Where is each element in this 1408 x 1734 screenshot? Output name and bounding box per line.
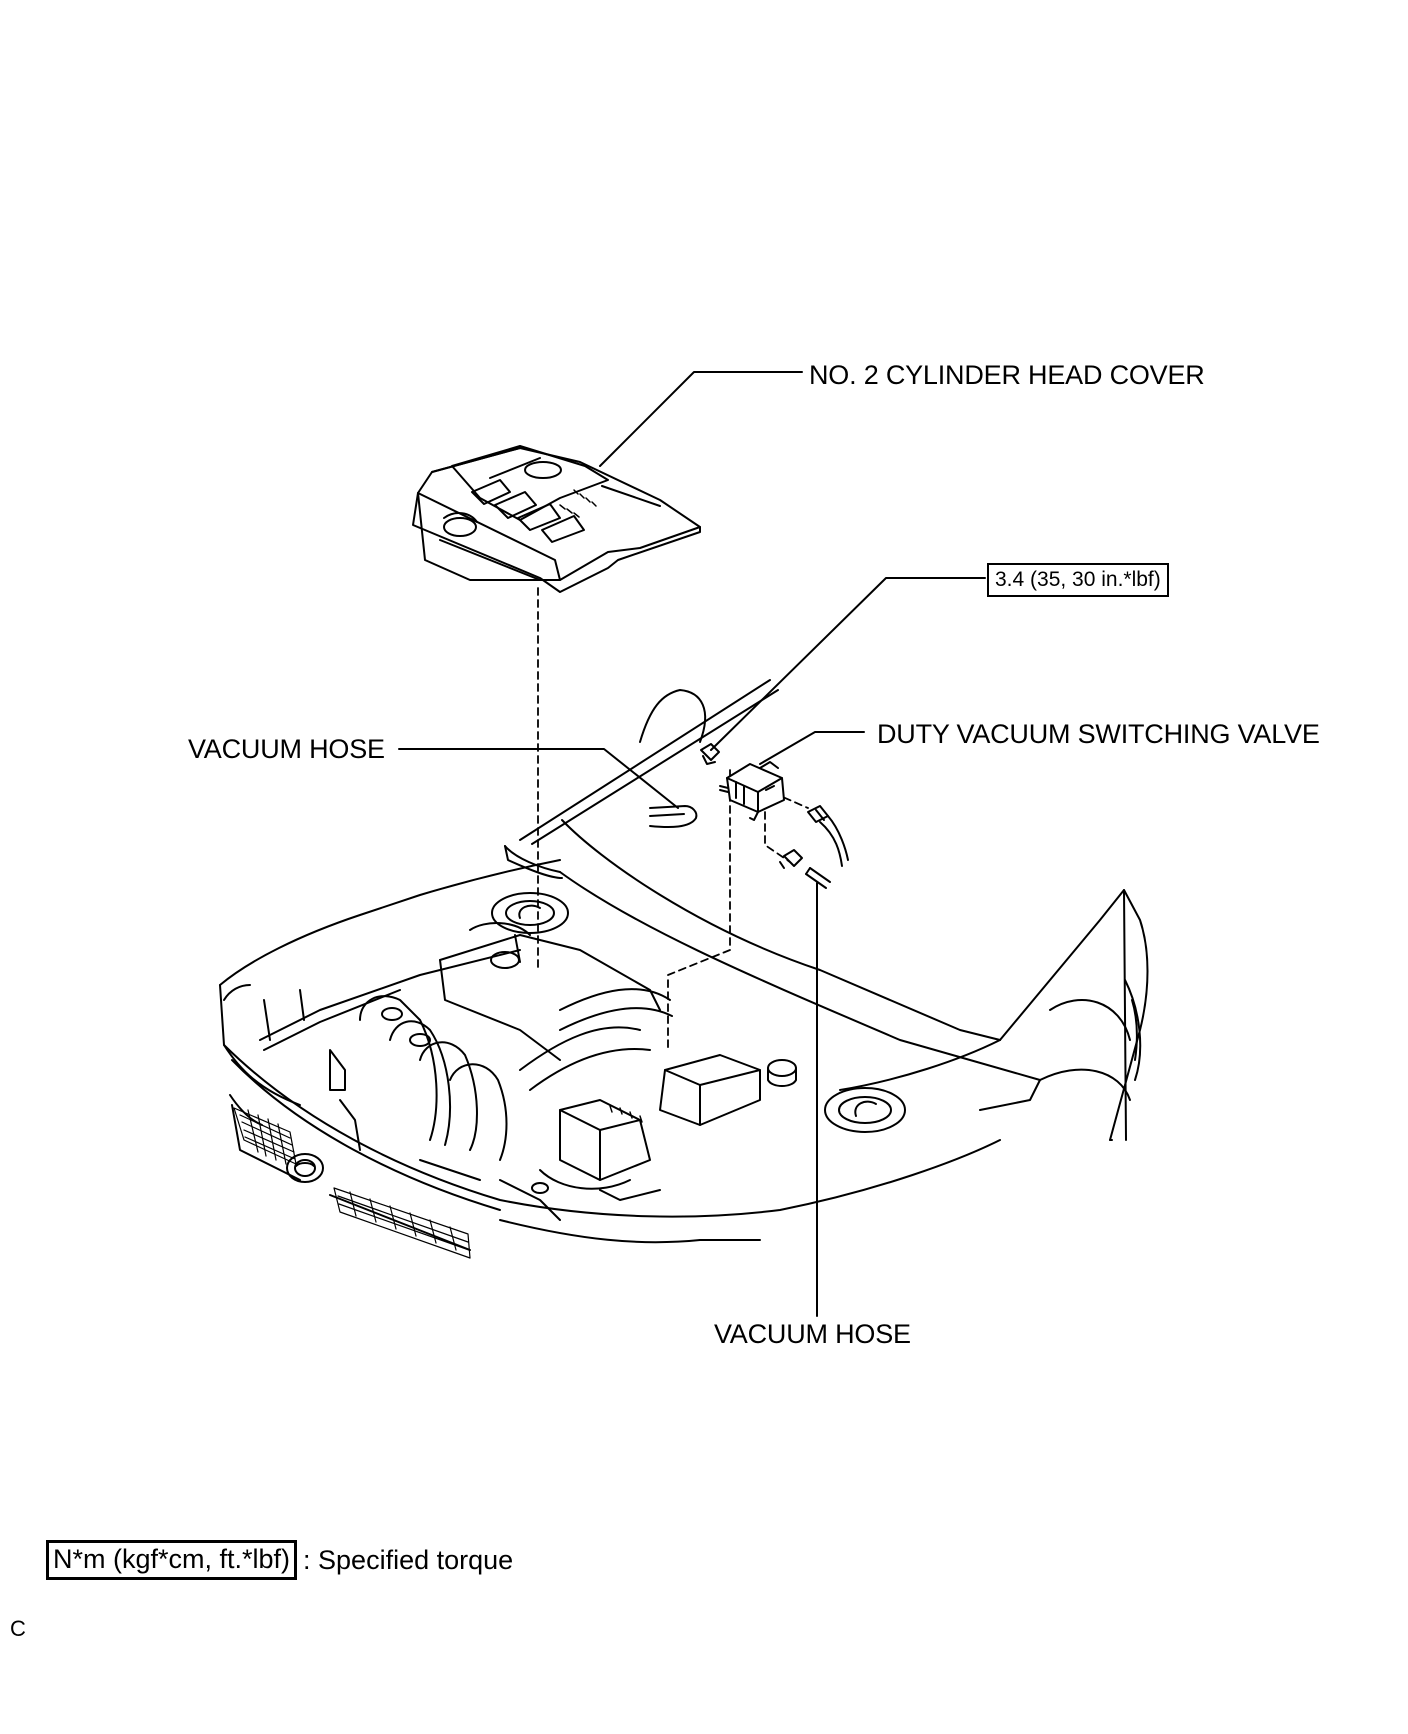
torque-spec-box: 3.4 (35, 30 in.*lbf) bbox=[987, 563, 1169, 598]
assembly-guide-lines bbox=[537, 587, 809, 1051]
cylinder-head-cover-leader bbox=[599, 371, 803, 467]
duty-vsv-illustration bbox=[649, 743, 849, 889]
label-cylinder-head-cover: NO. 2 CYLINDER HEAD COVER bbox=[809, 360, 1205, 390]
cylinder-head-cover-illustration bbox=[412, 445, 701, 593]
duty-vsv-leader bbox=[759, 731, 865, 765]
label-vacuum-hose-bottom: VACUUM HOSE bbox=[714, 1319, 911, 1349]
legend-description: : Specified torque bbox=[303, 1544, 514, 1575]
torque-legend: N*m (kgf*cm, ft.*lbf) : Specified torque bbox=[46, 1540, 513, 1580]
label-vacuum-hose-left: VACUUM HOSE bbox=[188, 734, 385, 764]
torque-leader bbox=[710, 577, 986, 751]
legend-unit-box: N*m (kgf*cm, ft.*lbf) bbox=[46, 1540, 298, 1580]
vacuum-hose-left-leader bbox=[398, 748, 679, 809]
label-duty-vsv: DUTY VACUUM SWITCHING VALVE bbox=[877, 719, 1320, 749]
figure-code: C bbox=[10, 1616, 26, 1641]
engine-compartment-illustration bbox=[219, 679, 1149, 1259]
